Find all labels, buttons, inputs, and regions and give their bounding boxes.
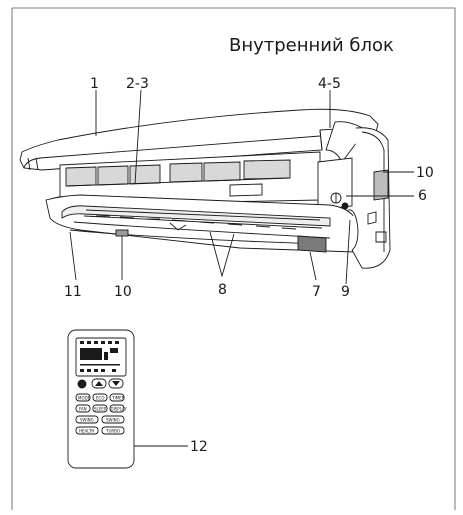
remote-button-grid <box>75 393 125 435</box>
callout-12: 12 <box>190 439 208 455</box>
callout-1: 1 <box>90 76 99 92</box>
callout-10-top: 10 <box>416 165 434 181</box>
remote-btn-swing-1: SWING <box>80 418 94 423</box>
remote-btn-health: HEALTH <box>79 429 94 434</box>
diagram-title: Внутренний блок <box>229 35 394 56</box>
callout-11: 11 <box>64 284 82 300</box>
remote-btn-timer: TIMER <box>111 396 125 401</box>
leader-lines <box>69 89 414 447</box>
indoor-unit-illustration <box>19 108 391 269</box>
leader-2-3 <box>134 89 142 185</box>
remote-btn-display: DISPLAY <box>111 407 128 412</box>
remote-control-illustration: MODE ECO TIMER FAN SLEEP DISPLAY SWING S… <box>67 329 135 469</box>
remote-btn-eco: ECO <box>96 396 104 401</box>
callout-2-3: 2-3 <box>126 76 149 92</box>
leader-11 <box>69 231 77 281</box>
leader-7 <box>309 251 317 281</box>
page-border <box>11 7 456 510</box>
remote-lcd-icons <box>80 341 120 372</box>
callout-8: 8 <box>218 282 227 298</box>
leader-9 <box>345 219 351 285</box>
remote-btn-sleep: SLEEP <box>94 407 107 412</box>
remote-btn-mode: MODE <box>78 396 91 401</box>
remote-btn-fan: FAN <box>79 407 87 412</box>
remote-button-labels: MODE ECO TIMER FAN SLEEP DISPLAY SWING S… <box>78 396 127 434</box>
remote-btn-turbo: TURBO <box>105 429 120 434</box>
callout-9: 9 <box>341 284 350 300</box>
callout-4-5: 4-5 <box>318 76 341 92</box>
callout-6: 6 <box>418 188 427 204</box>
callout-7: 7 <box>312 284 321 300</box>
leader-8 <box>209 231 235 278</box>
remote-btn-swing-2: SWING <box>106 418 120 423</box>
callout-10-bottom: 10 <box>114 284 132 300</box>
power-button-icon <box>77 379 87 389</box>
